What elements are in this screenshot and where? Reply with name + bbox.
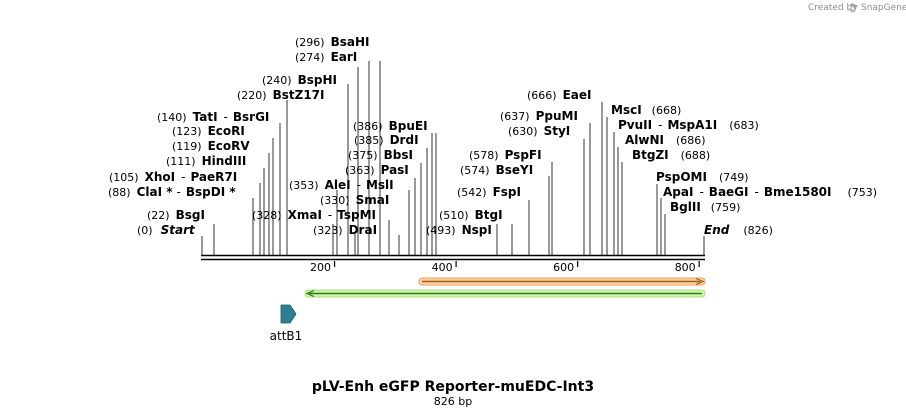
enzyme-label-ppumi[interactable]: (637)PpuMI: [500, 109, 578, 123]
attb1-arrow-icon: [280, 304, 297, 324]
enzyme-label-drai[interactable]: (323)DraI: [313, 223, 377, 237]
enzyme-label-alwni[interactable]: AlwNI(686): [625, 133, 706, 147]
enzyme-label-bsahi[interactable]: (296)BsaHI: [295, 35, 370, 49]
enzyme-label-ecorv[interactable]: (119)EcoRV: [172, 139, 250, 153]
ruler: 200 400 600 800: [310, 261, 700, 274]
credit-brand: SnapGene: [861, 3, 906, 13]
enzyme-label-hindiii[interactable]: (111)HindIII: [166, 154, 246, 168]
enzyme-label-pasi[interactable]: (363)PasI: [345, 163, 409, 177]
enzyme-label-pspomi[interactable]: PspOMI(749): [656, 170, 749, 184]
enzyme-label-bglii[interactable]: BglII(759): [670, 200, 740, 214]
enzyme-label-alei[interactable]: (353)AleI-MslI: [289, 178, 394, 192]
enzyme-label-fspi[interactable]: (542)FspI: [457, 185, 521, 199]
enzyme-label-tati[interactable]: (140)TatI-BsrGI: [157, 110, 269, 124]
ruler-label-400: 400: [432, 261, 453, 274]
enzyme-label-xmai[interactable]: (328)XmaI-TspMI: [252, 208, 376, 222]
start-label: (0)Start: [137, 223, 196, 237]
enzyme-label-apai[interactable]: ApaI-BaeGI-Bme1580I(753): [663, 185, 877, 199]
feature-green-arrow[interactable]: [304, 289, 706, 298]
ruler-label-800: 800: [675, 261, 696, 274]
enzyme-label-nspi[interactable]: (493)NspI: [426, 223, 492, 237]
attb1-label: attB1: [270, 329, 303, 343]
enzyme-label-bseyi[interactable]: (574)BseYI: [460, 163, 533, 177]
enzyme-label-pvuii[interactable]: PvuII-MspA1I(683): [618, 118, 759, 132]
sequence-backbone: [201, 254, 705, 261]
snapgene-logo-icon: [848, 3, 858, 13]
enzyme-label-bpuei[interactable]: (386)BpuEI: [353, 119, 428, 133]
map-length: 826 bp: [434, 395, 472, 408]
feature-green-arrowhead-icon: [305, 289, 315, 298]
feature-attb1[interactable]: attB1: [270, 304, 303, 343]
enzyme-label-drdi[interactable]: (385)DrdI: [354, 133, 419, 147]
enzyme-labels: (296)BsaHI (274)EarI (240)BspHI (220)Bst…: [108, 35, 877, 237]
enzyme-label-bsphi[interactable]: (240)BspHI: [262, 73, 337, 87]
enzyme-label-bsgi[interactable]: (22)BsgI: [147, 208, 205, 222]
enzyme-label-bbsi[interactable]: (375)BbsI: [348, 148, 413, 162]
feature-orange-arrow[interactable]: [418, 277, 706, 286]
enzyme-label-styi[interactable]: (630)StyI: [508, 124, 570, 138]
enzyme-label-clai[interactable]: (88)ClaI *-BspDI *: [108, 185, 236, 199]
snapgene-credit: Created by SnapGene: [808, 3, 906, 13]
enzyme-label-eari[interactable]: (274)EarI: [295, 50, 357, 64]
enzyme-label-smai[interactable]: (330)SmaI: [320, 193, 389, 207]
enzyme-label-ecori[interactable]: (123)EcoRI: [172, 124, 245, 138]
ruler-label-600: 600: [553, 261, 574, 274]
enzyme-label-eaei[interactable]: (666)EaeI: [527, 88, 592, 102]
ruler-label-200: 200: [310, 261, 331, 274]
enzyme-connectors: [201, 61, 705, 255]
enzyme-label-btgzi[interactable]: BtgZI(688): [632, 148, 710, 162]
feature-orange-arrowhead-icon: [695, 277, 705, 286]
enzyme-label-btgi[interactable]: (510)BtgI: [439, 208, 503, 222]
enzyme-label-msci[interactable]: MscI(668): [611, 103, 681, 117]
enzyme-label-bstz17i[interactable]: (220)BstZ17I: [237, 88, 324, 102]
features-layer: attB1: [270, 277, 706, 343]
map-title: pLV-Enh eGFP Reporter-muEDC-Int3: [312, 379, 594, 395]
end-label: End(826): [704, 223, 773, 237]
enzyme-label-xhoi[interactable]: (105)XhoI-PaeR7I: [109, 170, 237, 184]
enzyme-label-pspfi[interactable]: (578)PspFI: [469, 148, 542, 162]
credit-text: Created by: [808, 3, 858, 13]
